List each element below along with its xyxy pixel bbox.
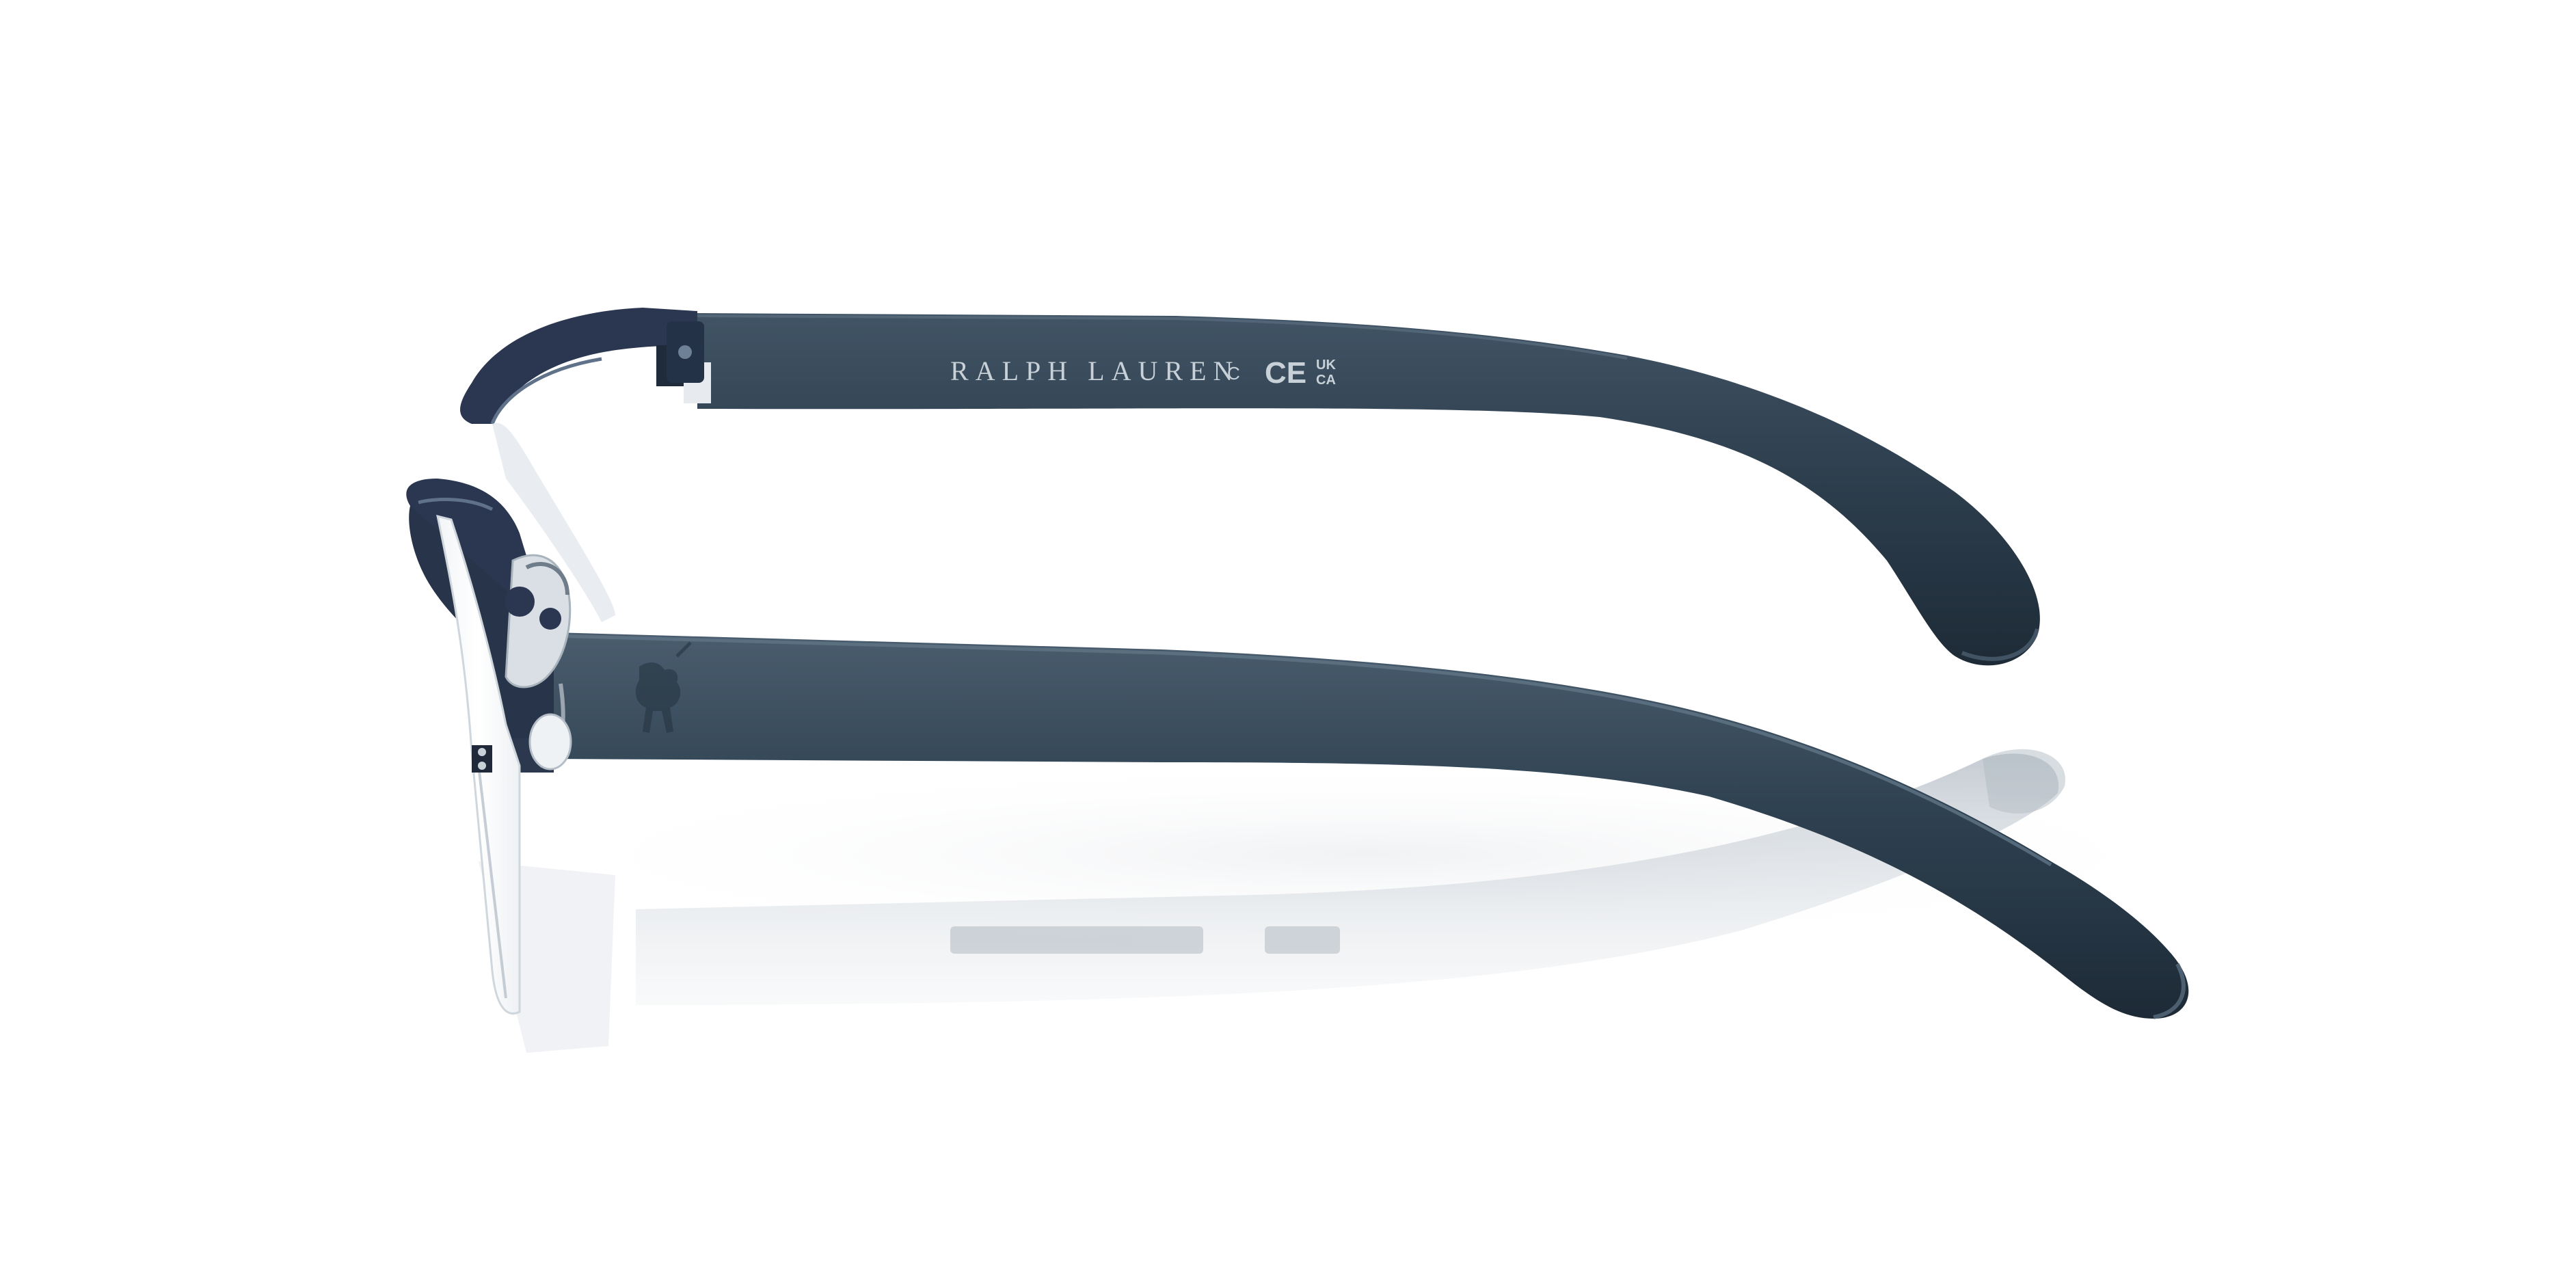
- temple-print: RALPH LAUREN C CE UK CA: [950, 355, 1336, 390]
- nose-pad: [505, 554, 572, 770]
- ukca-mark-top: UK: [1316, 358, 1336, 373]
- polo-player-logo-icon: [635, 641, 692, 733]
- near-temple: [553, 632, 2189, 1019]
- far-hinge: [667, 321, 704, 383]
- far-lens: [492, 422, 615, 622]
- copyright-mark: C: [1227, 363, 1240, 384]
- ukca-mark-bottom: CA: [1316, 373, 1336, 388]
- brand-print: RALPH LAUREN: [950, 355, 1239, 386]
- near-hinge: [472, 745, 492, 773]
- ce-mark: CE: [1265, 356, 1306, 390]
- far-temple: [697, 313, 2040, 666]
